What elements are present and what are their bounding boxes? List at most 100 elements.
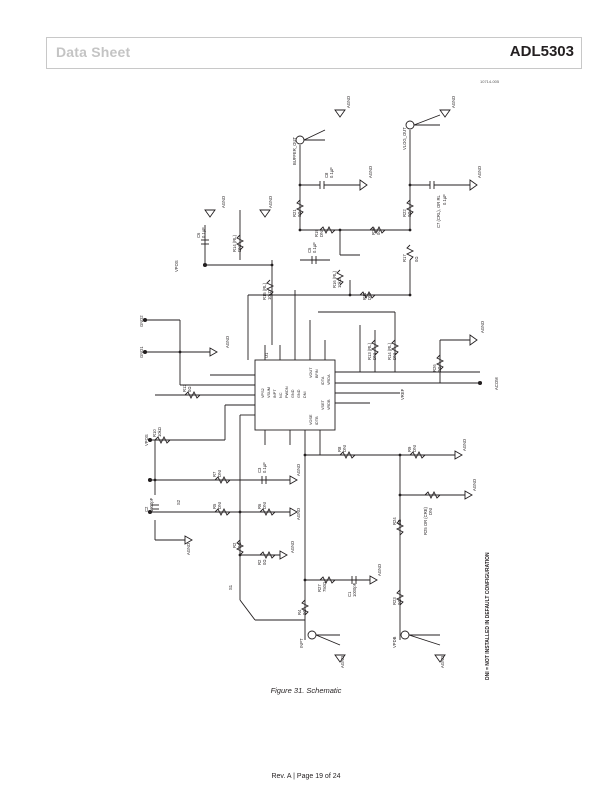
- agnd-label-16: AGND: [340, 656, 345, 668]
- s2-label: S2: [176, 499, 181, 505]
- r21-label: R21: [292, 209, 297, 217]
- r14-label: R14 (RL): [232, 234, 237, 252]
- ic-pin-left-7: DNI: [303, 391, 307, 398]
- r12-label: R12: [182, 384, 187, 392]
- r15-value: 10kΩ: [267, 290, 272, 300]
- dni-note: DNI = NOT INSTALLED IN DEFAULT CONFIGURA…: [485, 552, 491, 680]
- r24-label: R24: [392, 517, 397, 525]
- agnd-label-7: AGND: [225, 336, 230, 348]
- agnd-label-9: AGND: [296, 464, 301, 476]
- r7-value: DNI: [217, 470, 222, 477]
- ic-pin-right-2: IDTA: [321, 376, 325, 385]
- header-frame: [46, 37, 582, 69]
- page-footer: Rev. A | Page 19 of 24: [271, 773, 341, 780]
- vpos-top-label: VPOS: [174, 260, 179, 272]
- r12-value: 0Ω: [187, 387, 192, 392]
- c5-value: 0.1µF: [312, 242, 317, 253]
- r10-value: 10kΩ: [157, 427, 162, 437]
- r26-label: R26: [432, 364, 437, 372]
- inpt-label: INPT: [299, 638, 304, 648]
- r2-value: 0Ω: [262, 560, 267, 565]
- r22-label: R22: [402, 209, 407, 217]
- figure-caption: Figure 31. Schematic: [270, 686, 342, 695]
- r19-label: R19: [314, 229, 319, 237]
- c6-label: C6: [196, 232, 201, 238]
- vref-label: VREF: [400, 388, 405, 400]
- r21-value: 0Ω: [297, 212, 302, 217]
- r11-value: DNI: [367, 293, 372, 300]
- r17-value: 0Ω: [414, 257, 419, 262]
- r13-label: R13 (RL): [367, 342, 372, 360]
- agnd-label-1: AGND: [346, 96, 351, 108]
- figure-id: 10714-005: [480, 79, 500, 84]
- c8-value: 0.1µF: [329, 167, 334, 178]
- r8-value: DNI: [342, 445, 347, 452]
- c5-label: C5: [307, 247, 312, 253]
- agnd-label-10: AGND: [296, 508, 301, 520]
- r4-value: 0Ω: [302, 610, 307, 615]
- r27-value: 750Ω: [322, 582, 327, 592]
- r20-label: R20: [371, 227, 376, 235]
- agnd-label-5: AGND: [221, 196, 226, 208]
- r22-value: 0Ω: [407, 212, 412, 217]
- r16-value: 10kΩ: [337, 278, 342, 288]
- agnd-label-2: AGND: [451, 96, 456, 108]
- r7-label: R7: [212, 471, 217, 477]
- c1-label: C1: [347, 591, 352, 597]
- agnd-label-6: AGND: [268, 196, 273, 208]
- ic-pin-right-7: VOSE: [309, 414, 313, 425]
- agnd-label-13: AGND: [462, 439, 467, 451]
- vpdb-label: VPDB: [392, 636, 397, 648]
- c2-label: C2: [144, 506, 149, 512]
- buffer-out-label: BUFFER_OUT: [292, 137, 297, 165]
- c7-label: C7 (CRL), OR RL: [436, 195, 441, 228]
- r24-value: 0Ω: [397, 520, 402, 525]
- r14b-value: DNI: [392, 353, 397, 360]
- r14b-label: R14 (RL): [387, 342, 392, 360]
- c2-value: 1000pF: [149, 497, 154, 512]
- header-left-title: Data Sheet: [56, 44, 131, 60]
- r25-label: R25 OR (CRE): [423, 506, 428, 535]
- ic-pin-right-5: VRDB: [327, 399, 331, 410]
- ic-pin-right-3: VRDA: [327, 374, 331, 385]
- r25-value: DNI: [428, 508, 433, 515]
- agnd-label-14: AGND: [472, 479, 477, 491]
- r5-label: R5: [212, 503, 217, 509]
- vpos-label: VPOS: [144, 434, 149, 446]
- ic-pin-left-0: VPS2: [261, 388, 265, 398]
- r19-value: DNI: [319, 230, 324, 237]
- vlog-out-label: VLOG_OUT: [402, 127, 407, 150]
- s1-label: S1: [228, 584, 233, 590]
- r26-value: 0Ω: [437, 367, 442, 372]
- agnd-label-17: AGND: [440, 656, 445, 668]
- agnd-label-15: AGND: [186, 543, 191, 555]
- acom-label: ACOM: [494, 377, 499, 390]
- agnd-label-8: AGND: [480, 321, 485, 333]
- ic-pin-right-4: VSET: [321, 399, 325, 410]
- r11-label: R11: [362, 292, 367, 300]
- ic-pin-right-0: VOUT: [309, 367, 313, 378]
- c3-label: C3: [257, 467, 262, 473]
- r23-label: R23: [392, 597, 397, 605]
- agnd-label-3: AGND: [368, 166, 373, 178]
- r4-label: R4: [297, 609, 302, 615]
- agnd-label-12: AGND: [377, 564, 382, 576]
- c1-value: 1000pF: [352, 582, 357, 597]
- ic-ref-label: U1: [264, 352, 269, 358]
- c8-label: C8: [324, 172, 329, 178]
- ic-pin-left-4: PWDN: [285, 386, 289, 398]
- ic-pin-left-3: NC: [279, 392, 283, 398]
- r2-label: R2: [257, 559, 262, 565]
- gnd1-label: GND1: [139, 346, 144, 358]
- ic-pin-left-2: INPT: [273, 389, 277, 398]
- r10-label: R10: [152, 429, 157, 437]
- r6-value: DNI: [262, 502, 267, 509]
- r23-value: 0Ω: [397, 600, 402, 605]
- r16-label: R16 (RL): [332, 270, 337, 288]
- gnd2-label: GND2: [139, 315, 144, 327]
- ic-pin-left-1: VSUM: [267, 387, 271, 398]
- r5-value: DNI: [217, 502, 222, 509]
- ic-pin-names: VPS2 VSUM INPT NC PWDN GND GND DNI VOUT …: [261, 367, 331, 425]
- header-part-number: ADL5303: [509, 43, 574, 60]
